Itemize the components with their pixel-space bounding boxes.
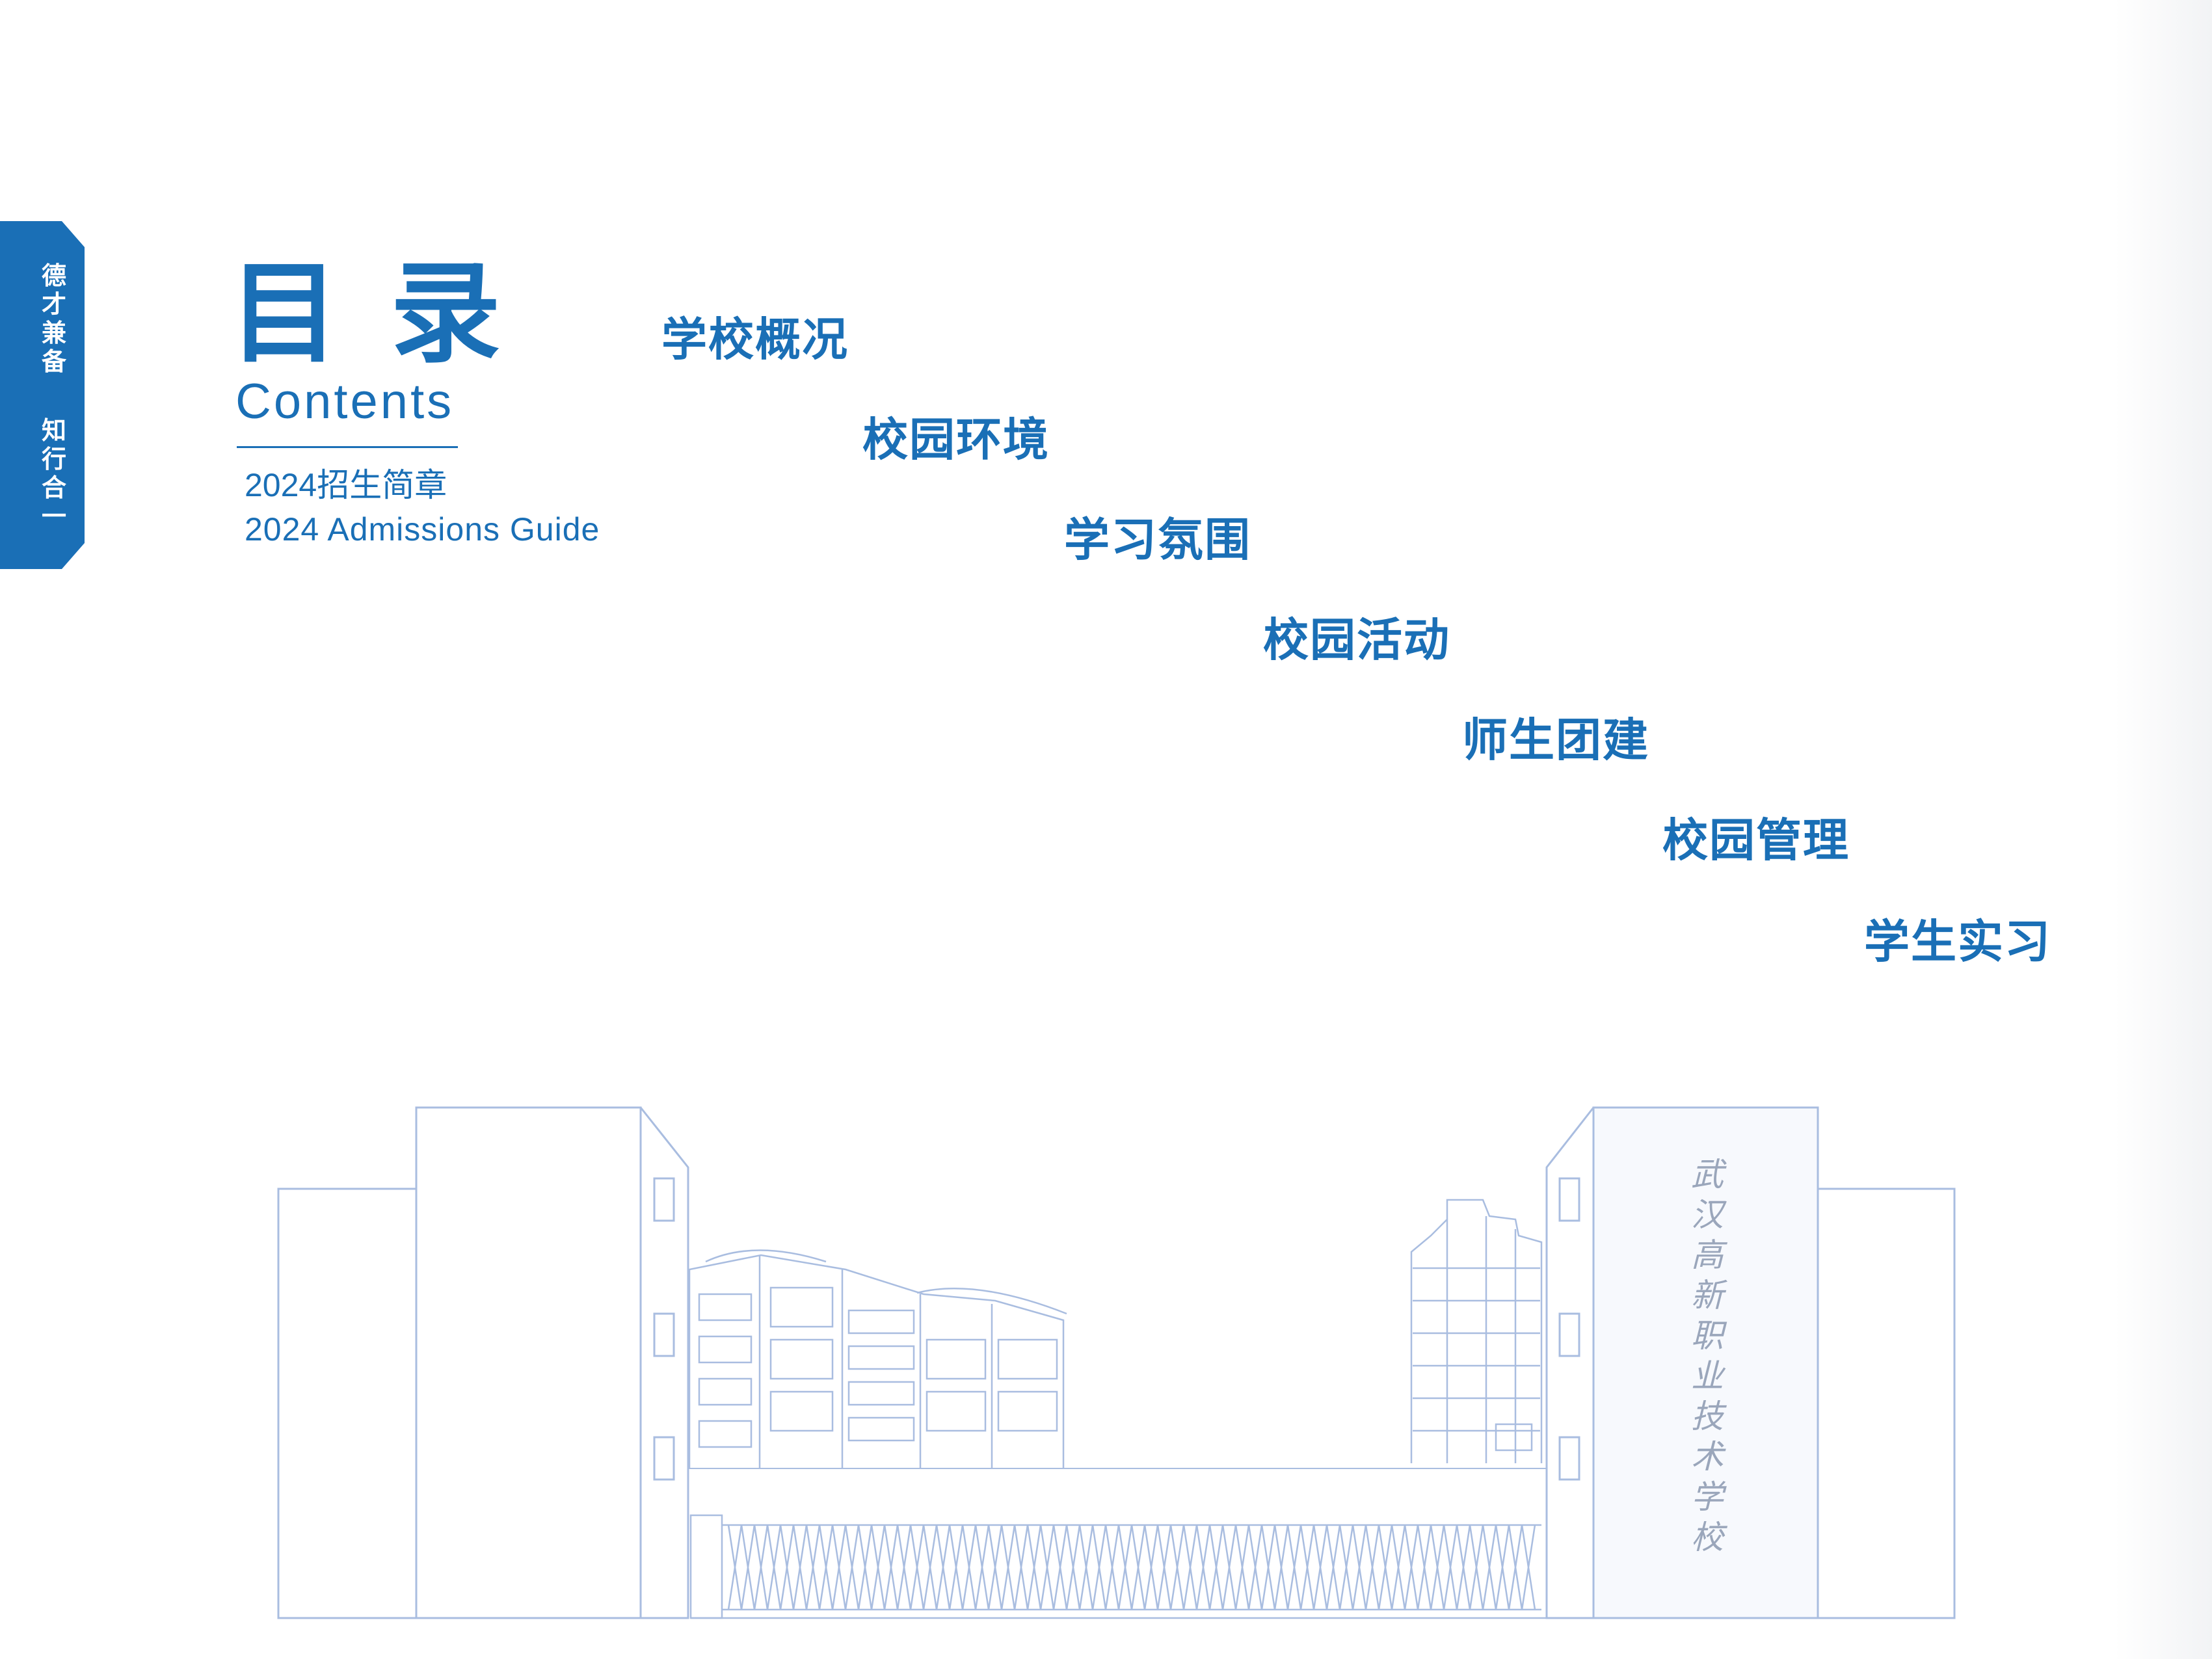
side-tab-motto-1: 德 才 兼 备 xyxy=(38,261,70,376)
left-pillar-side xyxy=(639,1107,689,1619)
campus-building-left xyxy=(688,1249,1067,1468)
guide-title-cn: 2024招生简章 xyxy=(245,467,447,503)
gate-sign-char: 武 xyxy=(1691,1156,1724,1193)
side-tab-char: 合 xyxy=(41,473,66,502)
side-tab-char: 知 xyxy=(41,416,66,445)
guide-title-en: 2024 Admissions Guide xyxy=(245,511,600,548)
right-pillar-side xyxy=(1545,1107,1595,1619)
gate-sign-school-name: 武 汉 高 新 职 业 技 术 学 校 xyxy=(1690,1154,1725,1558)
gate-sign-char: 术 xyxy=(1691,1438,1724,1476)
page-title: 目录 xyxy=(229,250,552,378)
toc-item-management[interactable]: 校园管理 xyxy=(1662,814,1850,867)
retractable-gate xyxy=(689,1514,1547,1619)
gate-sign-char: 业 xyxy=(1691,1357,1724,1395)
page-edge-shadow xyxy=(2114,0,2212,1659)
side-tab-char: 才 xyxy=(41,290,66,319)
campus-building-right xyxy=(1410,1199,1543,1463)
gate-sign-char: 学 xyxy=(1691,1478,1724,1516)
side-tab-char: 一 xyxy=(41,502,66,531)
side-tab-char: 备 xyxy=(41,347,66,376)
side-tab xyxy=(0,221,85,569)
gate-sign-char: 技 xyxy=(1691,1398,1724,1435)
side-tab-char: 兼 xyxy=(41,319,66,347)
gate-sign-char: 汉 xyxy=(1691,1196,1724,1234)
side-tab-char: 德 xyxy=(41,261,66,290)
left-tall-pillar xyxy=(415,1106,642,1619)
gate-sign-char: 高 xyxy=(1691,1236,1724,1274)
right-low-pillar xyxy=(1817,1188,1956,1619)
title-divider xyxy=(237,446,458,448)
side-tab-motto-2: 知 行 合 一 xyxy=(38,416,70,531)
gate-sign-char: 职 xyxy=(1691,1317,1724,1355)
gate-sign-char: 新 xyxy=(1691,1277,1724,1314)
right-tall-pillar xyxy=(1592,1106,1819,1619)
page-subtitle: Contents xyxy=(235,374,455,429)
toc-item-activities[interactable]: 校园活动 xyxy=(1263,613,1450,667)
left-low-pillar xyxy=(277,1188,420,1619)
toc-item-overview[interactable]: 学校概况 xyxy=(661,313,849,366)
toc-item-environment[interactable]: 校园环境 xyxy=(862,413,1050,466)
gate-sign-char: 校 xyxy=(1691,1519,1724,1556)
toc-item-atmosphere[interactable]: 学习氛围 xyxy=(1064,513,1251,566)
toc-item-internship[interactable]: 学生实习 xyxy=(1864,915,2051,968)
side-tab-char: 行 xyxy=(41,445,66,473)
toc-item-team-building[interactable]: 师生团建 xyxy=(1462,713,1649,767)
